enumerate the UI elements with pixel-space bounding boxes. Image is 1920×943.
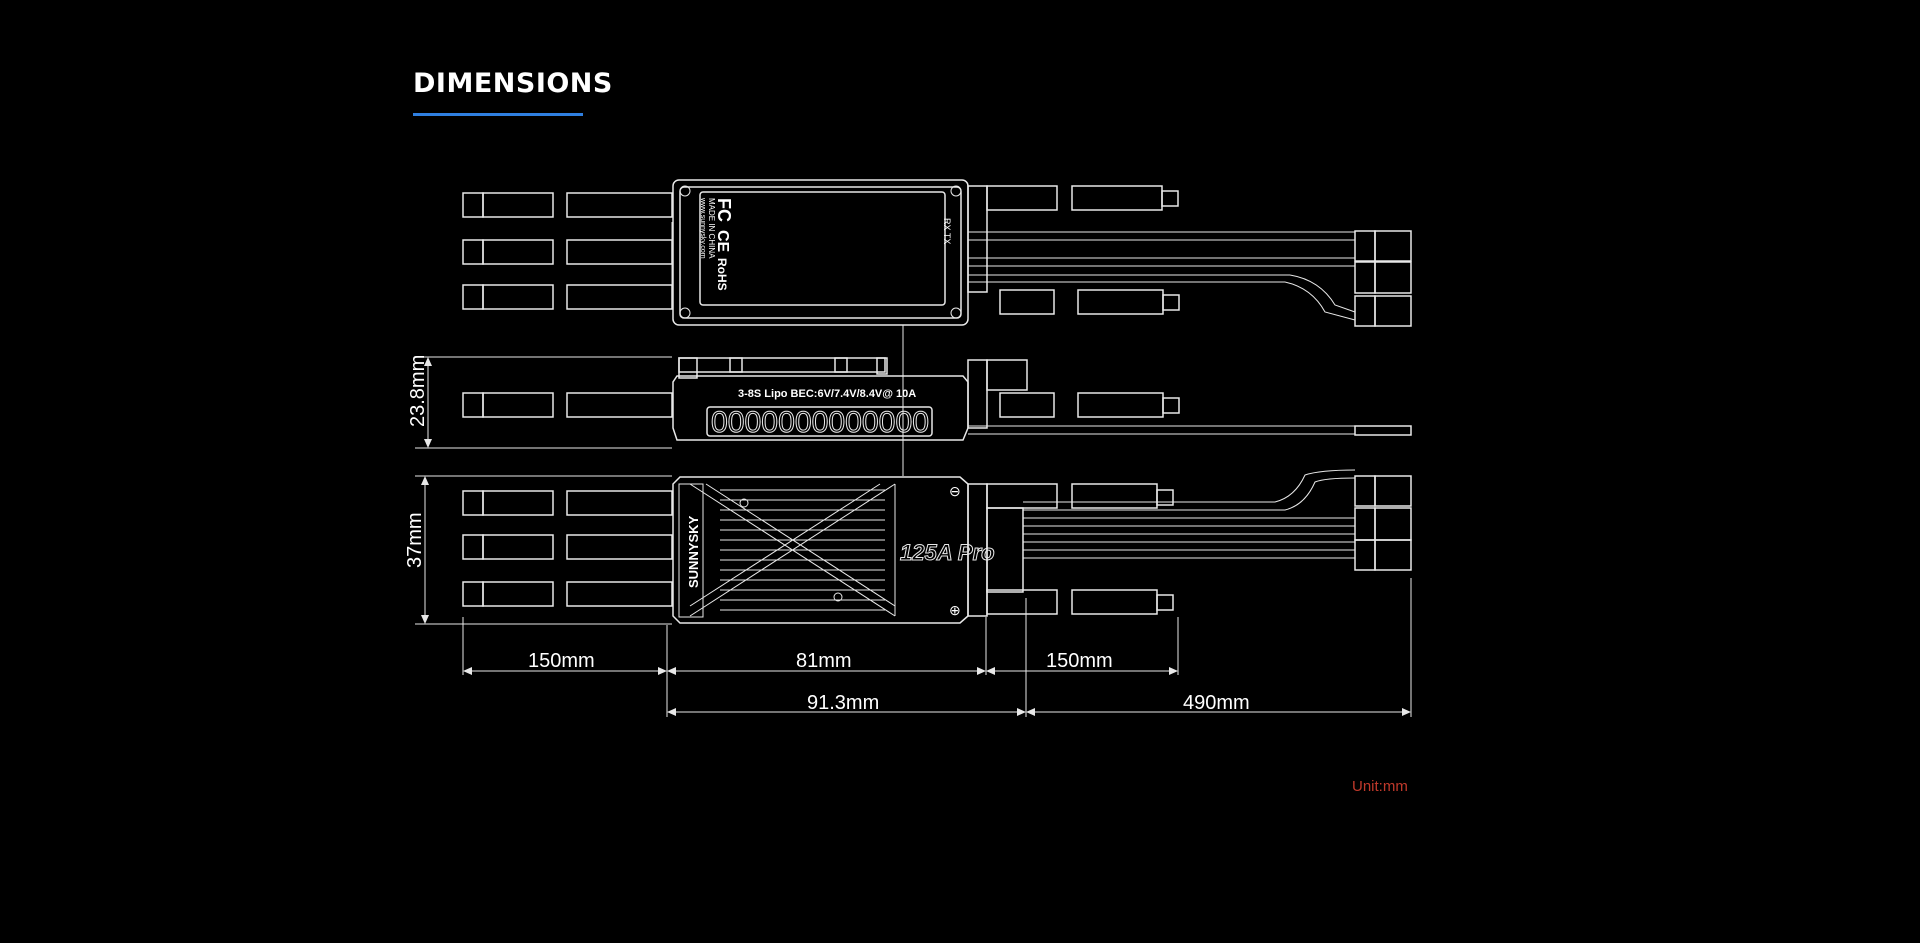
body-length-dimension: 81mm xyxy=(796,650,852,672)
side-view: 3-8S Lipo BEC:6V/7.4V/8.4V@ 10A 00000000… xyxy=(462,325,1412,476)
port-label: RX TX xyxy=(942,218,952,244)
brand-label: SUNNYSKY xyxy=(686,515,701,588)
battery-wires-bottom-view xyxy=(968,230,1412,327)
rohs-mark: RoHS xyxy=(715,258,729,291)
screw-hole xyxy=(950,185,962,197)
website-label: www.sunnysky.com xyxy=(699,197,706,259)
overall-body-dimension: 91.3mm xyxy=(807,692,879,714)
fc-mark: FC xyxy=(714,198,734,222)
left-motor-wires-bottom-view xyxy=(462,192,673,310)
screw-hole xyxy=(679,185,691,197)
screw-hole xyxy=(679,307,691,319)
top-face-view: SUNNYSKY 125A Pro ⊖ ⊕ xyxy=(462,469,1412,624)
right-lead-dimension: 150mm xyxy=(1046,650,1113,672)
screw-hole xyxy=(950,307,962,319)
left-lead-dimension: 150mm xyxy=(528,650,595,672)
page-title: DIMENSIONS xyxy=(413,68,613,99)
battery-lead-dimension: 490mm xyxy=(1183,692,1250,714)
unit-note: Unit:mm xyxy=(1352,778,1408,795)
ce-mark: CE xyxy=(714,230,731,253)
plus-icon: ⊕ xyxy=(949,602,961,618)
dimension-lines: 23.8mm 37mm 150mm 81mm 150mm 91.3mm 490m… xyxy=(404,355,1412,717)
title-underline xyxy=(413,113,583,116)
height-dimension: 23.8mm xyxy=(407,355,429,427)
minus-icon: ⊖ xyxy=(949,483,961,499)
heatsink-pattern xyxy=(689,483,896,617)
made-in-label: MADE IN CHINA xyxy=(707,198,716,259)
bottom-face-view: FC CE RoHS MADE IN CHINA www.sunnysky.co… xyxy=(462,179,1412,327)
esc-body-side xyxy=(672,375,969,441)
spec-label: 3-8S Lipo BEC:6V/7.4V/8.4V@ 10A xyxy=(738,388,916,400)
model-label: 125A Pro xyxy=(900,540,995,565)
heatsink-fins: 0000000000000 xyxy=(711,406,929,439)
width-dimension: 37mm xyxy=(404,512,426,568)
esc-body-top xyxy=(672,476,969,624)
